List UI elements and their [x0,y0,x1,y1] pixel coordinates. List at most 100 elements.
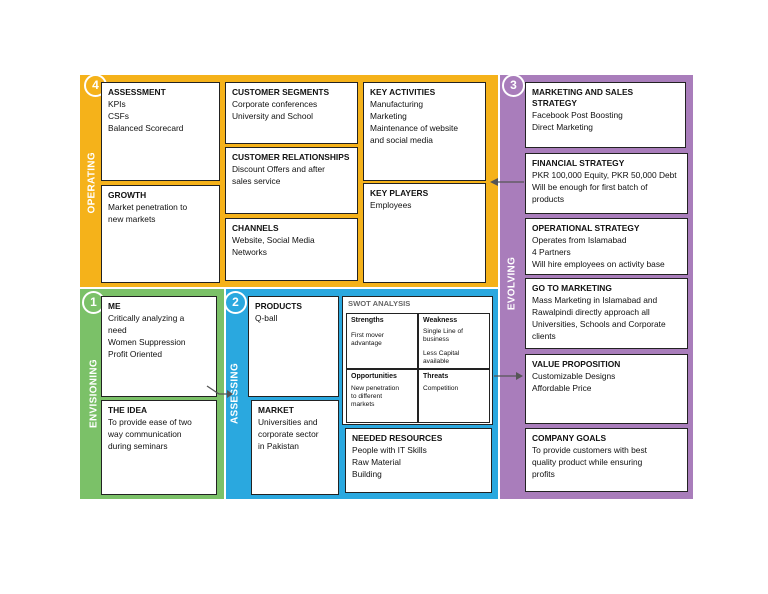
channels-line: Networks [232,247,267,257]
threats-title: Threats [423,373,449,380]
company-goals-line: quality product while ensuring [532,457,643,467]
arrow-envisioning-to-assessing [206,385,233,398]
marketing-sales-line: Facebook Post Boosting [532,110,623,120]
go-to-marketing-line: Mass Marketing in Islamabad and [532,295,658,305]
weakness-line: Single Line of [423,328,463,335]
weakness-line: business [423,336,450,343]
envisioning-label: ENVISIONING [88,359,100,428]
opportunities-line: markets [351,401,375,408]
key-activities-box: KEY ACTIVITIES Manufacturing Marketing M… [363,82,486,181]
customer-segments-line: University and School [232,111,313,121]
company-goals-box: COMPANY GOALS To provide customers with … [525,428,688,492]
key-activities-line: Marketing [370,111,407,121]
weakness-line: Less Capital [423,350,460,357]
growth-box: GROWTH Market penetration to new markets [101,185,220,283]
products-line: Q-ball [255,313,278,323]
channels-title: CHANNELS [232,223,279,233]
strengths-line: advantage [351,340,382,347]
company-goals-line: profits [532,469,555,479]
swot-analysis: SWOT ANALYSIS Strengths First mover adva… [342,296,493,425]
the-idea-line: To provide ease of two [108,417,192,427]
customer-relationships-box: CUSTOMER RELATIONSHIPS Discount Offers a… [225,147,358,214]
products-title: PRODUCTS [255,301,302,311]
go-to-marketing-title: GO TO MARKETING [532,283,612,293]
channels-box: CHANNELS Website, Social Media Networks [225,218,358,281]
key-players-line: Employees [370,200,412,210]
key-activities-line: and social media [370,135,433,145]
evolving-label: EVOLVING [506,256,518,311]
customer-segments-title: CUSTOMER SEGMENTS [232,87,330,97]
customer-segments-box: CUSTOMER SEGMENTS Corporate conferences … [225,82,358,144]
me-title: ME [108,301,121,311]
opportunities-title: Opportunities [351,373,397,380]
growth-line: Market penetration to [108,202,188,212]
needed-resources-line: Raw Material [352,457,401,467]
assessment-title: ASSESSMENT [108,87,166,97]
value-proposition-line: Affordable Price [532,383,592,393]
operational-title: OPERATIONAL STRATEGY [532,223,640,233]
strengths-title: Strengths [351,317,384,324]
value-proposition-line: Customizable Designs [532,371,616,381]
me-line: Critically analyzing a [108,313,185,323]
swot-strengths: Strengths First mover advantage [346,313,418,369]
assessment-line: KPIs [108,99,126,109]
weakness-line: available [423,358,450,365]
opportunities-line: to different [351,393,383,400]
growth-line: new markets [108,214,156,224]
market-line: Universities and [258,417,318,427]
opportunities-line: New penetration [351,385,400,392]
financial-line: products [532,194,565,204]
key-activities-line: Maintenance of website [370,123,458,133]
financial-line: Will be enough for first batch of [532,182,648,192]
growth-title: GROWTH [108,190,147,200]
market-title: MARKET [258,405,294,415]
strengths-line: First mover [351,332,384,339]
operational-line: Will hire employees on activity base [532,259,665,269]
go-to-marketing-line: Rawalpindi directly approach all [532,307,650,317]
assessing-number: 2 [224,291,247,314]
the-idea-line: way communication [108,429,182,439]
me-line: Women Suppression [108,337,186,347]
go-to-marketing-box: GO TO MARKETING Mass Marketing in Islama… [525,278,688,349]
channels-line: Website, Social Media [232,235,315,245]
marketing-sales-line: Direct Marketing [532,122,593,132]
marketing-sales-title: MARKETING AND SALES STRATEGY [532,87,634,108]
weakness-title: Weakness [423,317,458,324]
arrow-evolving-to-operating [490,178,524,186]
arrow-assessing-to-evolving [494,372,523,380]
me-line: Profit Oriented [108,349,162,359]
needed-resources-box: NEEDED RESOURCES People with IT Skills R… [345,428,492,493]
operational-line: 4 Partners [532,247,571,257]
customer-relationships-line: sales service [232,176,281,186]
value-proposition-title: VALUE PROPOSITION [532,359,621,369]
operating-label: OPERATING [86,152,98,214]
key-players-title: KEY PLAYERS [370,188,429,198]
assessment-line: CSFs [108,111,129,121]
market-line: corporate sector [258,429,319,439]
swot-title: SWOT ANALYSIS [348,299,411,308]
me-box: ME Critically analyzing a need Women Sup… [101,296,217,397]
customer-segments-line: Corporate conferences [232,99,318,109]
the-idea-line: during seminars [108,441,168,451]
the-idea-title: THE IDEA [108,405,148,415]
customer-relationships-title: CUSTOMER RELATIONSHIPS [232,152,350,162]
go-to-marketing-line: Universities, Schools and Corporate [532,319,666,329]
company-goals-title: COMPANY GOALS [532,433,607,443]
financial-line: PKR 100,000 Equity, PKR 50,000 Debt [532,170,677,180]
threats-line: Competition [423,385,459,392]
needed-resources-line: People with IT Skills [352,445,427,455]
needed-resources-line: Building [352,469,382,479]
assessment-line: Balanced Scorecard [108,123,184,133]
swot-threats: Threats Competition [418,369,490,423]
market-line: in Pakistan [258,441,299,451]
swot-opportunities: Opportunities New penetration to differe… [346,369,418,423]
products-box: PRODUCTS Q-ball [248,296,339,397]
value-proposition-box: VALUE PROPOSITION Customizable Designs A… [525,354,688,424]
key-activities-line: Manufacturing [370,99,424,109]
swot-weakness: Weakness Single Line of business Less Ca… [418,313,490,369]
financial-box: FINANCIAL STRATEGY PKR 100,000 Equity, P… [525,153,688,214]
key-players-box: KEY PLAYERS Employees [363,183,486,283]
financial-title: FINANCIAL STRATEGY [532,158,625,168]
go-to-marketing-line: clients [532,331,556,341]
market-box: MARKET Universities and corporate sector… [251,400,339,495]
